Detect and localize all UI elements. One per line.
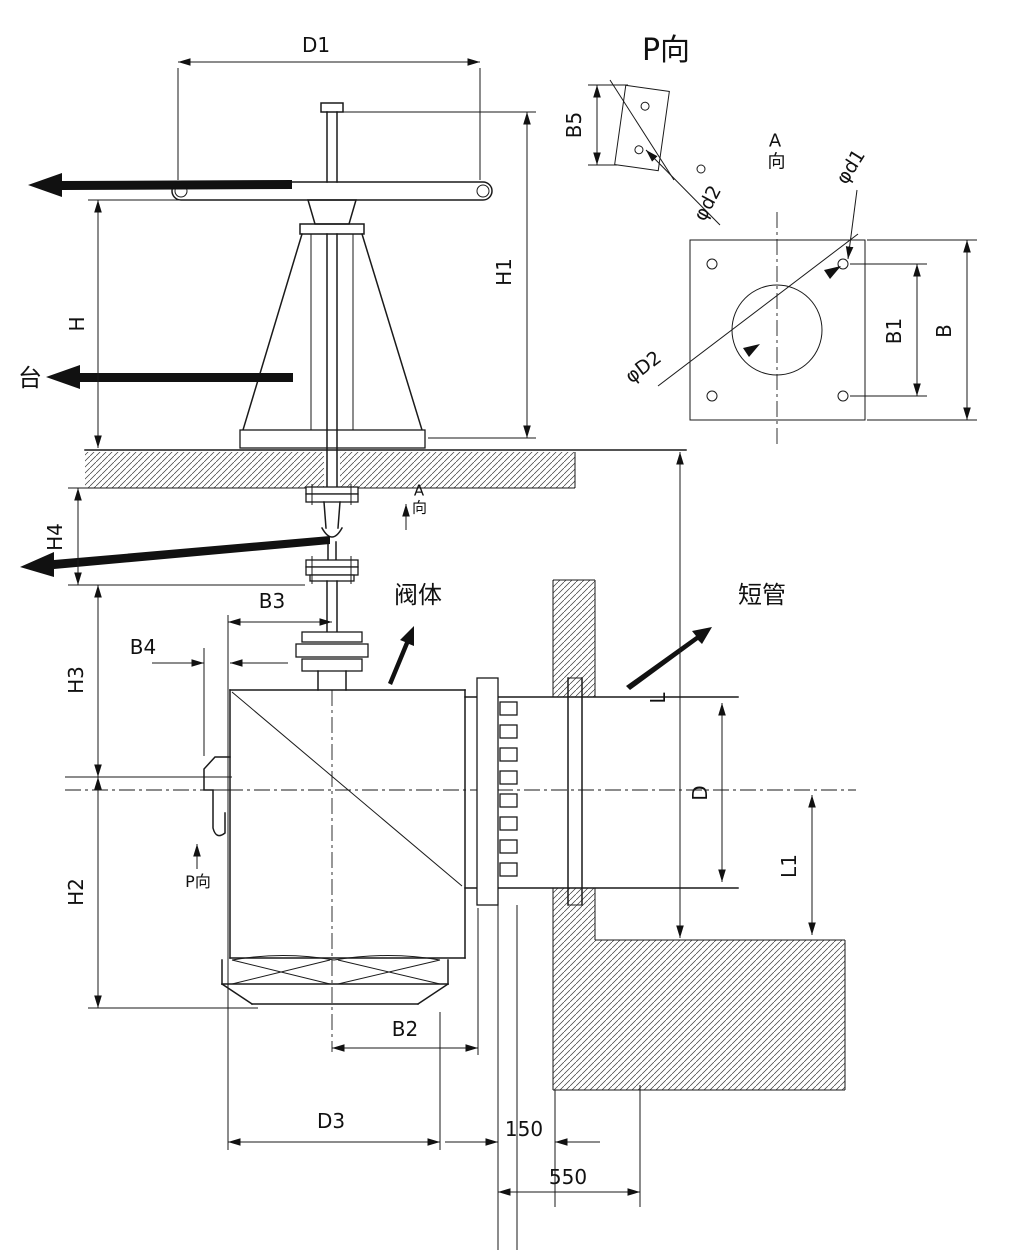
leader-arrow-short-pipe bbox=[626, 627, 712, 690]
dim-h2-label: H2 bbox=[64, 878, 88, 906]
dimension-d: D bbox=[688, 703, 726, 882]
dimension-l: L bbox=[646, 452, 684, 938]
dim-d3-label: D3 bbox=[317, 1109, 345, 1133]
leader-arrow-handwheel bbox=[28, 173, 292, 197]
dim-b2-label: B2 bbox=[392, 1017, 418, 1041]
dimension-d3: D3 bbox=[228, 1012, 441, 1150]
a-direction-small-label: A向 bbox=[410, 482, 428, 515]
dimension-b4: B4 bbox=[130, 635, 288, 756]
dim-b-label: B bbox=[932, 324, 956, 338]
leader-arrow-platform bbox=[46, 365, 293, 389]
dim-h1-label: H1 bbox=[492, 258, 516, 286]
leader-arrow-coupling bbox=[20, 536, 330, 577]
dim-b4-label: B4 bbox=[130, 635, 156, 659]
dim-150-label: 150 bbox=[505, 1117, 543, 1141]
dimension-d1: D1 bbox=[177, 33, 481, 180]
pipe-and-flange bbox=[65, 677, 856, 906]
dim-b1-label: B1 bbox=[882, 318, 906, 344]
flange-plate bbox=[689, 239, 866, 421]
dim-550-label: 550 bbox=[549, 1165, 587, 1189]
dim-phiD2-label: φD2 bbox=[621, 347, 666, 388]
a-view: A向 φD2 φd1 B1 B bbox=[621, 131, 977, 448]
platform-label: 台 bbox=[18, 364, 42, 392]
dimension-l1: L1 bbox=[777, 795, 816, 935]
dim-phid2-label: φd2 bbox=[689, 182, 726, 225]
dimension-h1: H1 bbox=[342, 111, 536, 439]
dim-b5-label: B5 bbox=[562, 112, 586, 138]
leader-arrow-valve-body bbox=[388, 626, 414, 685]
dim-l1-label: L1 bbox=[777, 854, 801, 878]
dim-h3-label: H3 bbox=[64, 666, 88, 694]
leader-arrows bbox=[20, 173, 712, 690]
dimension-h3: H3 bbox=[64, 585, 232, 778]
valve-body-label: 阀体 bbox=[394, 581, 442, 609]
wall-hatch bbox=[552, 579, 846, 1091]
dim-l-label: L bbox=[646, 692, 670, 704]
dim-phid1-label: φd1 bbox=[832, 145, 870, 188]
dim-h-label: H bbox=[65, 316, 89, 331]
dim-h4-label: H4 bbox=[43, 523, 67, 551]
valve-body bbox=[203, 689, 466, 1052]
a-view-label: A向 bbox=[765, 131, 786, 170]
dimension-h4: H4 bbox=[43, 487, 305, 586]
floor-hatch bbox=[84, 449, 687, 489]
dimension-b2: B2 bbox=[332, 908, 479, 1055]
yoke-pedestal bbox=[239, 223, 426, 489]
handwheel-assembly bbox=[171, 102, 493, 225]
p-view-title: P向 bbox=[642, 33, 690, 68]
p-view: P向 B5 φd2 bbox=[562, 33, 726, 226]
dimension-b3: B3 bbox=[227, 589, 332, 1150]
dimension-h: H bbox=[65, 199, 180, 448]
dim-b3-label: B3 bbox=[259, 589, 285, 613]
dimension-h2: H2 bbox=[64, 777, 258, 1009]
dim-d1-label: D1 bbox=[302, 33, 330, 57]
stem-coupling bbox=[295, 484, 369, 691]
side-bracket bbox=[203, 756, 231, 837]
dimension-550: 550 bbox=[498, 1085, 641, 1207]
short-pipe-label: 短管 bbox=[738, 581, 786, 609]
p-direction-small-label: P向 bbox=[185, 872, 211, 891]
dim-d-label: D bbox=[688, 785, 712, 800]
pipe-flange bbox=[476, 677, 499, 906]
callouts: 台 阀体 短管 A向 P向 bbox=[18, 364, 786, 891]
